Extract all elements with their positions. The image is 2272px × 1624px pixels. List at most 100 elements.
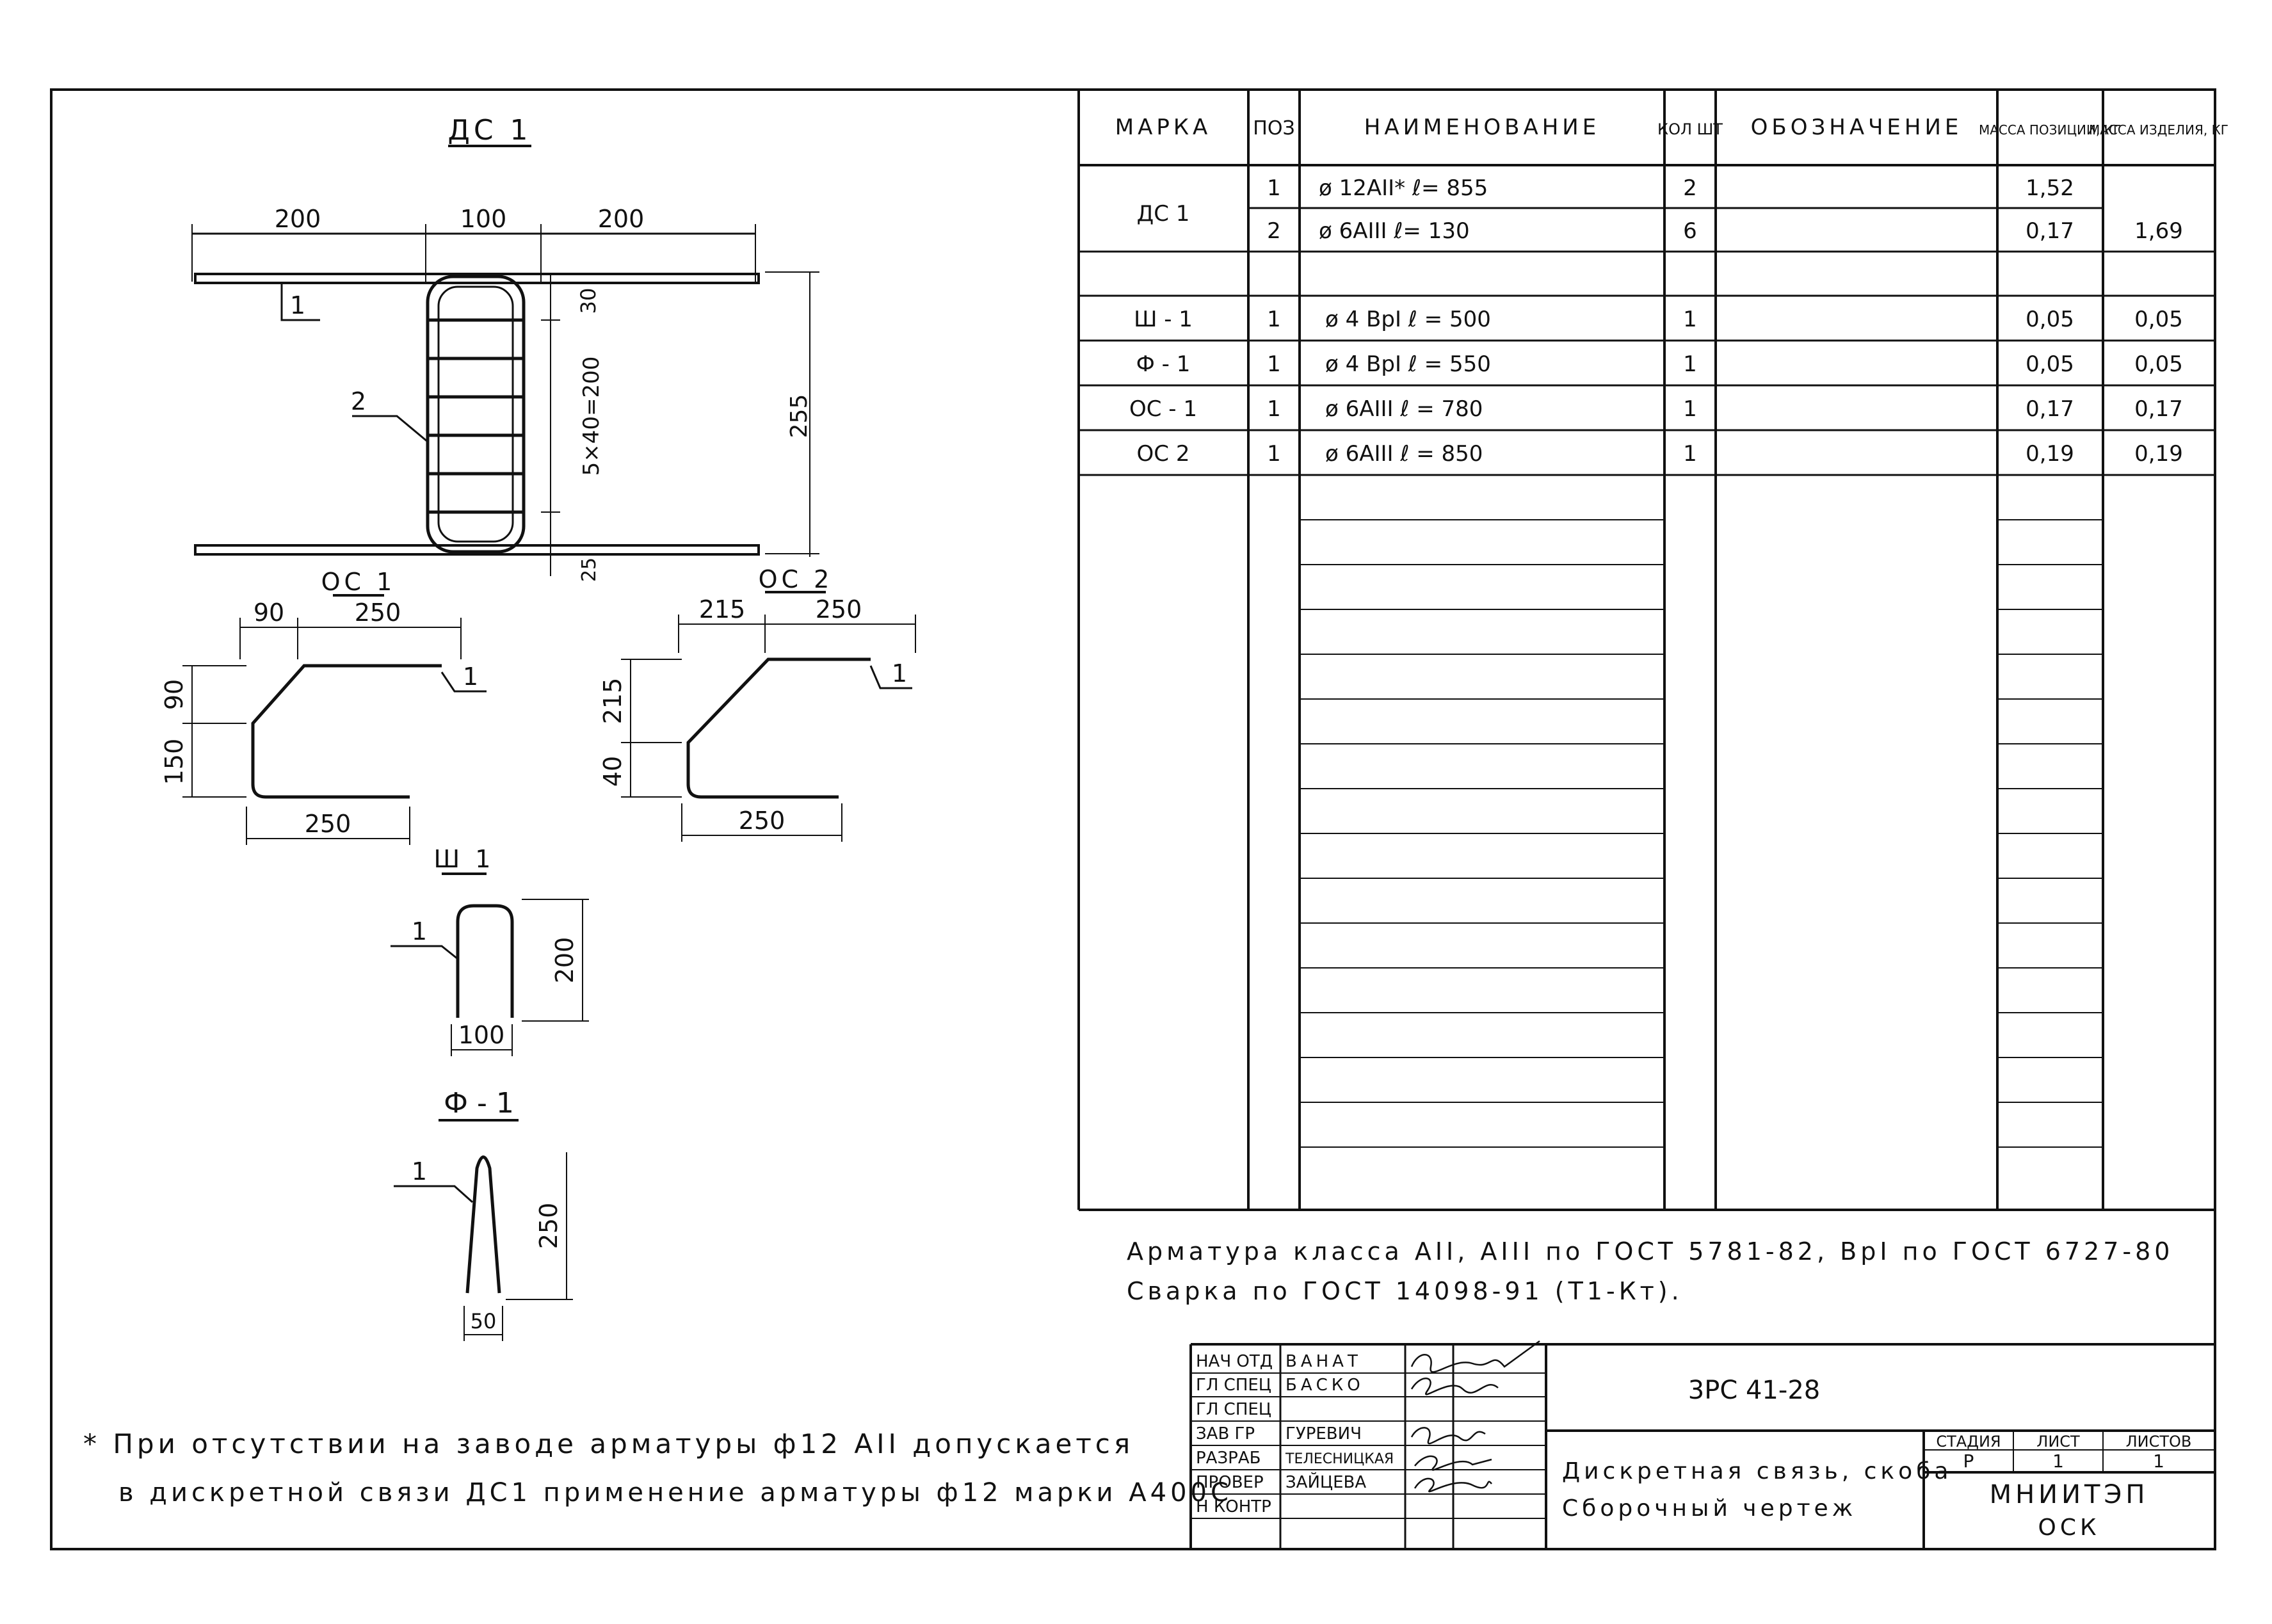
row-0-qty: 2 [1683, 175, 1697, 201]
sig-role-6: Н КОНТР [1196, 1497, 1271, 1516]
ds1-dim-mid: 100 [460, 205, 507, 233]
sig-name-0: ВАНАТ [1285, 1352, 1362, 1371]
os2-dim-250-top: 250 [816, 595, 862, 623]
os1-dim-250-bottom: 250 [305, 810, 351, 838]
view-os1 [182, 594, 487, 845]
f1-dim-50: 50 [471, 1309, 497, 1333]
stage-label: СТАДИЯ [1936, 1433, 2001, 1451]
header-designation: ОБОЗНАЧЕНИЕ [1751, 115, 1963, 140]
footnote-line-1: * При отсутствии на заводе арматуры ф12 … [83, 1428, 1134, 1459]
header-mass-item: МАССА ИЗДЕЛИЯ, КГ [2089, 122, 2228, 138]
row-4-mass-item: 0,05 [2134, 351, 2183, 377]
note-line-1: Арматура класса АII, АIII по ГОСТ 5781-8… [1127, 1237, 2173, 1266]
row-4-qty: 1 [1683, 351, 1697, 377]
ds1-title: ДС 1 [447, 114, 531, 147]
ds1-pos2-label: 2 [351, 387, 366, 415]
note-line-2: Сварка по ГОСТ 14098-91 (Т1-Кт). [1127, 1277, 1683, 1305]
row-0-mass-pos: 1,52 [2026, 175, 2074, 201]
view-ds1 [191, 145, 819, 576]
drawing-labels: ДС 1 200 100 200 1 2 30 5×40=200 255 25 … [83, 114, 1232, 1507]
row-5-name: ø 6АIII ℓ = 780 [1325, 396, 1483, 422]
row-6-qty: 1 [1683, 441, 1697, 467]
sheet-label: ЛИСТ [2036, 1433, 2080, 1451]
signature-scribbles [1410, 1340, 1540, 1493]
os2-dim-250-bottom: 250 [739, 807, 786, 835]
row-4-name: ø 4 ВрI ℓ = 550 [1325, 351, 1491, 377]
row-1-mass-item: 1,69 [2134, 218, 2183, 244]
doc-title-line-1: Дискретная связь, скоба [1562, 1458, 1952, 1484]
row-5-mark: ОС - 1 [1129, 396, 1197, 422]
stage-value: Р [1963, 1451, 1974, 1472]
row-3-mass-item: 0,05 [2134, 307, 2183, 332]
row-6-mark: ОС 2 [1137, 441, 1190, 467]
row-4-pos: 1 [1267, 351, 1281, 377]
row-6-name: ø 6АIII ℓ = 850 [1325, 441, 1483, 467]
header-mark: МАРКА [1115, 115, 1212, 140]
os1-dim-90-left: 90 [160, 679, 188, 710]
os2-dim-215-top: 215 [699, 595, 746, 623]
row-4-mark: Ф - 1 [1136, 351, 1191, 377]
sig-role-3: ЗАВ ГР [1196, 1424, 1255, 1443]
title-block: НАЧ ОТД ВАНАТ ГЛ СПЕЦ БАСКО ГЛ СПЕЦ ЗАВ … [1196, 1352, 2191, 1541]
spec-notes: Арматура класса АII, АIII по ГОСТ 5781-8… [1127, 1237, 2173, 1305]
f1-pos-label: 1 [412, 1157, 427, 1186]
ds1-dim-5x40: 5×40=200 [579, 357, 604, 476]
os1-dim-90-top: 90 [254, 599, 284, 627]
title-block-grid [1189, 1343, 2215, 1549]
row-6-pos: 1 [1267, 441, 1281, 467]
row-5-pos: 1 [1267, 396, 1281, 422]
sheet-value: 1 [2052, 1451, 2064, 1472]
ds1-dim-left: 200 [275, 205, 321, 233]
row-1-qty: 6 [1683, 218, 1697, 244]
org-line-2: ОСК [2038, 1515, 2100, 1541]
sig-role-1: ГЛ СПЕЦ [1196, 1376, 1271, 1395]
f1-title: Ф - 1 [444, 1087, 514, 1120]
doc-code: 3РС 41-28 [1688, 1376, 1820, 1405]
header-pos: ПОЗ [1253, 117, 1294, 140]
sh1-title: Ш 1 [434, 845, 495, 873]
header-qty: КОЛ ШТ [1657, 120, 1723, 138]
ds1-dim-255: 255 [786, 394, 812, 438]
row-5-mass-pos: 0,17 [2026, 396, 2074, 422]
view-f1 [394, 1119, 573, 1341]
row-3-mass-pos: 0,05 [2026, 307, 2074, 332]
sheets-label: ЛИСТОВ [2126, 1433, 2192, 1451]
sheet-frame [50, 88, 2216, 1550]
os2-dim-40: 40 [599, 756, 627, 787]
row-0-pos: 1 [1267, 175, 1281, 201]
sig-role-0: НАЧ ОТД [1196, 1352, 1273, 1371]
ds1-pos1-label: 1 [290, 291, 305, 319]
sheets-value: 1 [2153, 1451, 2164, 1472]
sh1-dim-100: 100 [458, 1021, 505, 1049]
spec-table: МАРКА ПОЗ НАИМЕНОВАНИЕ КОЛ ШТ ОБОЗНАЧЕНИ… [1115, 115, 2228, 467]
view-os2 [621, 591, 916, 842]
row-1-name: ø 6АIII ℓ= 130 [1319, 218, 1470, 244]
os1-dim-250-top: 250 [355, 599, 401, 627]
os2-pos-label: 1 [892, 659, 907, 687]
row-3-mark: Ш - 1 [1134, 307, 1193, 332]
sig-name-3: ГУРЕВИЧ [1285, 1424, 1362, 1443]
header-name: НАИМЕНОВАНИЕ [1364, 115, 1600, 140]
row-6-mass-pos: 0,19 [2026, 441, 2074, 467]
os1-dim-150: 150 [160, 739, 188, 785]
ds1-dim-25: 25 [578, 558, 600, 582]
sh1-dim-200: 200 [551, 937, 579, 984]
row-4-mass-pos: 0,05 [2026, 351, 2074, 377]
sig-role-4: РАЗРАБ [1196, 1449, 1261, 1468]
spec-table-grid [1077, 90, 2215, 1211]
ds1-dim-right: 200 [598, 205, 645, 233]
row-0-name: ø 12АII* ℓ= 855 [1319, 175, 1488, 201]
row-3-name: ø 4 ВрI ℓ = 500 [1325, 307, 1491, 332]
header-mass-pos: МАССА ПОЗИЦИИ, КГ [1979, 122, 2121, 138]
row-6-mass-item: 0,19 [2134, 441, 2183, 467]
ds1-dim-30: 30 [576, 288, 600, 314]
footnote-line-2: в дискретной связи ДС1 применение армату… [118, 1478, 1232, 1507]
doc-title-line-2: Сборочный чертеж [1562, 1495, 1857, 1522]
os2-title: ОС 2 [759, 565, 834, 593]
view-sh1 [391, 872, 589, 1056]
row-1-mass-pos: 0,17 [2026, 218, 2074, 244]
sig-name-1: БАСКО [1285, 1376, 1364, 1395]
sig-role-5: ПРОВЕР [1196, 1473, 1264, 1492]
os2-dim-215-left: 215 [599, 678, 627, 725]
